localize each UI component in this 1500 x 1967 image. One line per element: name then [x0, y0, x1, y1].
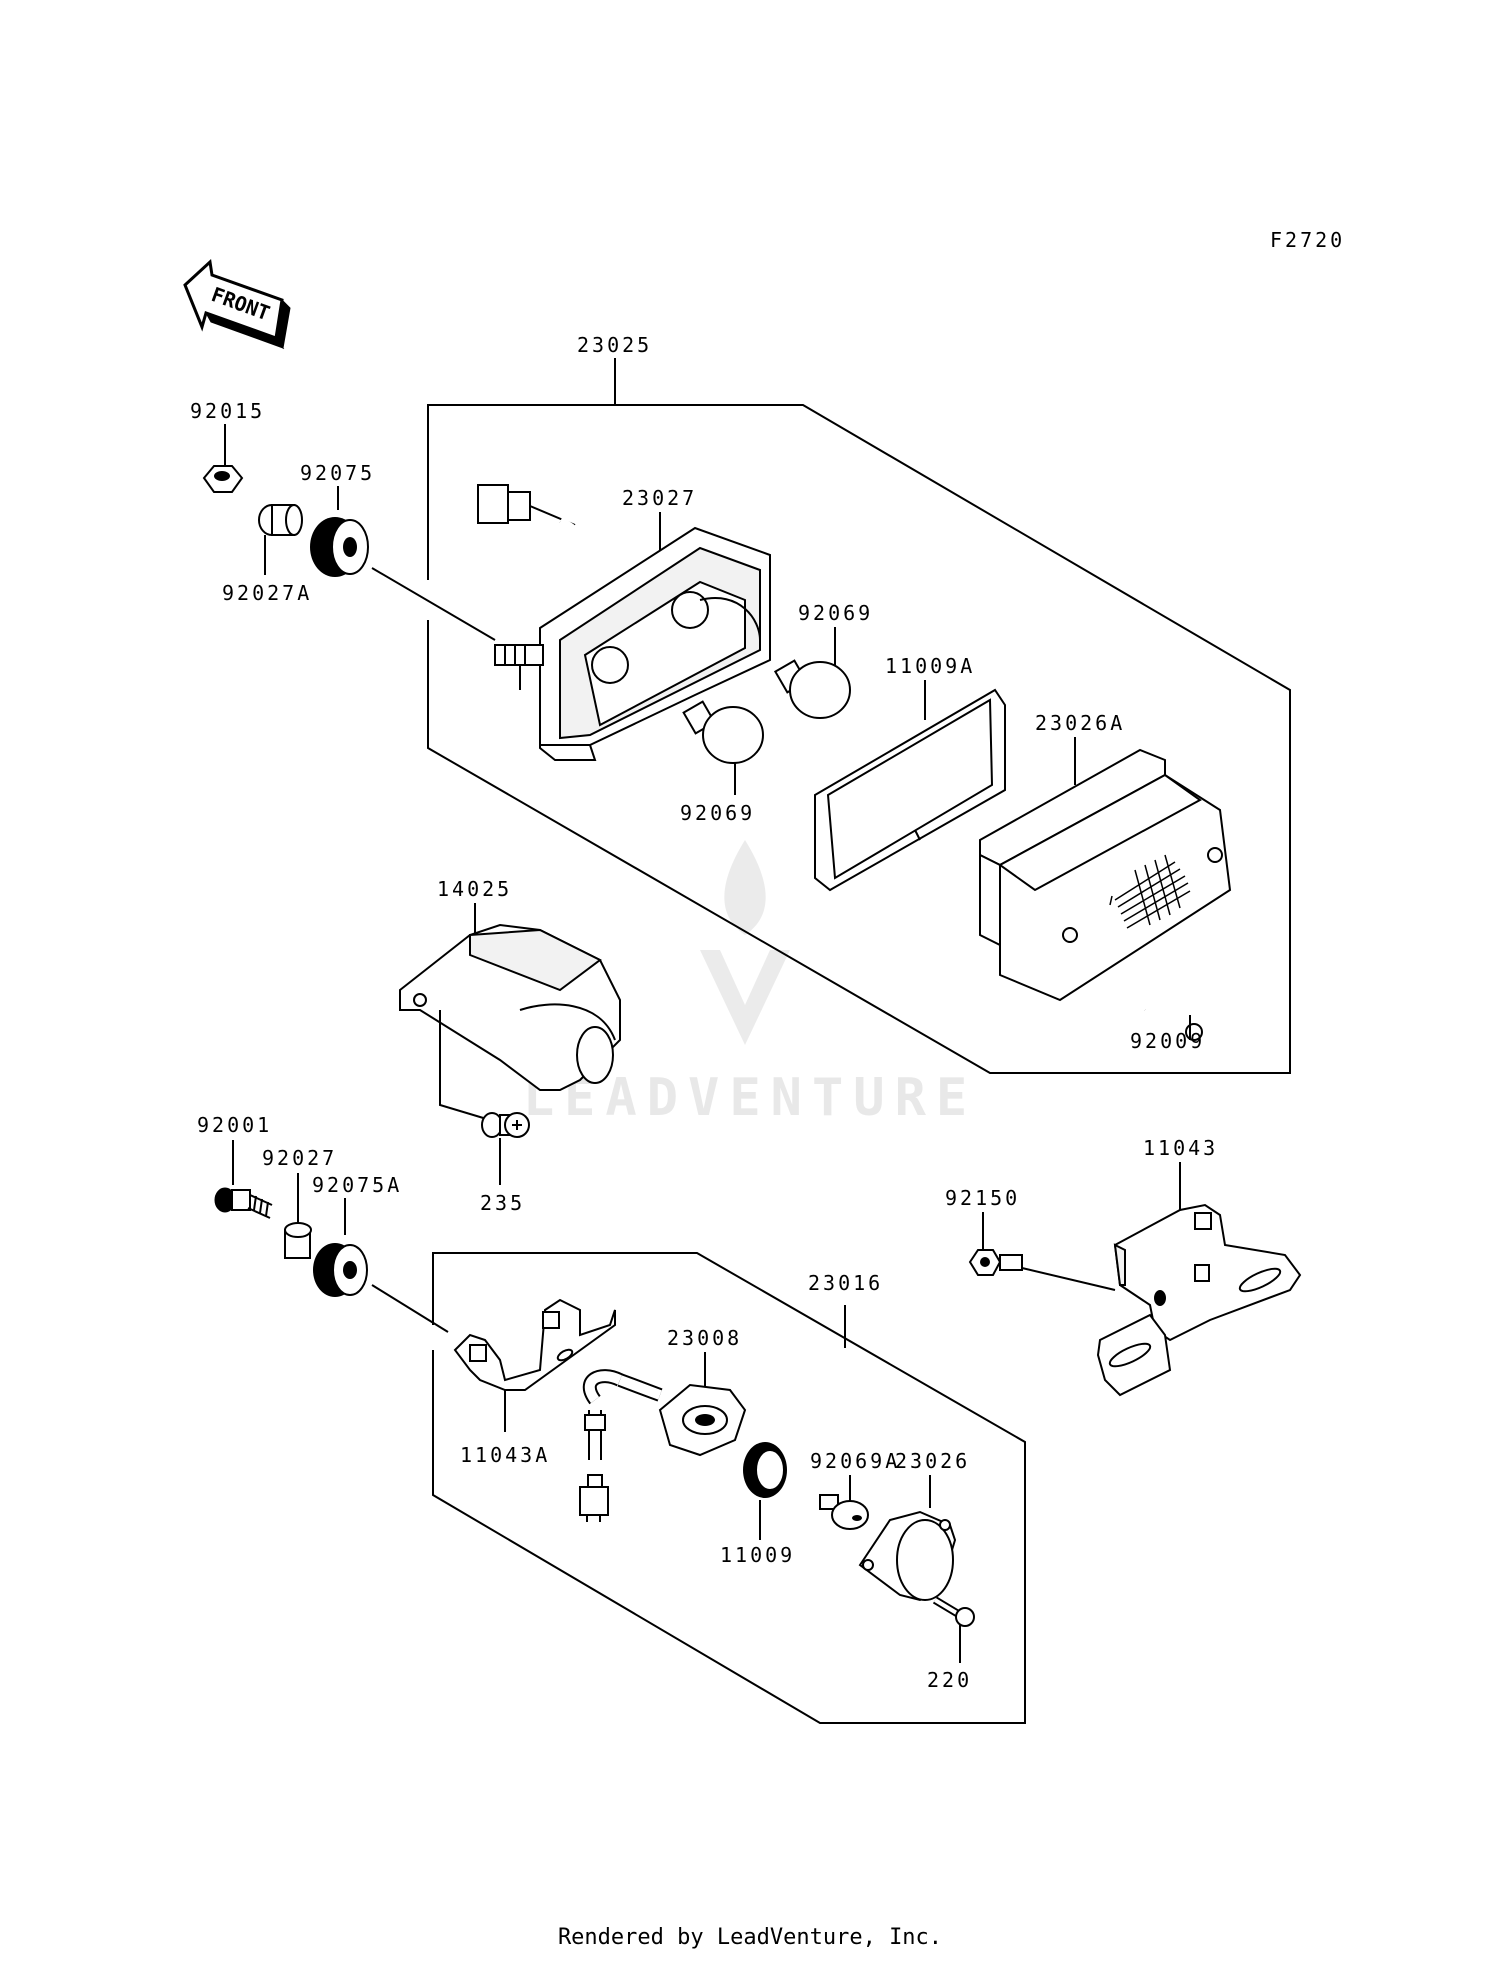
label-92027: 92027 — [262, 1146, 337, 1170]
part-220-screw: 220 — [927, 1596, 975, 1692]
label-23008: 23008 — [667, 1326, 742, 1350]
label-23027: 23027 — [622, 486, 697, 510]
footer-credit: Rendered by LeadVenture, Inc. — [557, 1925, 943, 1950]
lens-reflector-mesh — [1109, 854, 1191, 929]
label-92015: 92015 — [190, 399, 265, 423]
label-11009A: 11009A — [885, 654, 975, 678]
label-23025: 23025 — [577, 333, 652, 357]
label-23016: 23016 — [808, 1271, 883, 1295]
part-92075-grommet: 92075 — [300, 461, 496, 641]
label-92027A: 92027A — [222, 581, 312, 605]
part-235-screw: 235 — [480, 1112, 530, 1215]
label-11009: 11009 — [720, 1543, 795, 1567]
label-92001: 92001 — [197, 1113, 272, 1137]
part-92069-bulb-bottom: 92069 — [680, 700, 764, 825]
assembly-23025: 23025 — [427, 333, 1291, 1074]
label-92150: 92150 — [945, 1186, 1020, 1210]
part-23008-socket: 23008 — [579, 1326, 747, 1522]
connector-icon — [477, 484, 509, 524]
part-92009-screw: 92009 — [1130, 1008, 1205, 1053]
label-23026: 23026 — [895, 1449, 970, 1473]
part-11043-bracket: 11043 — [1096, 1136, 1302, 1397]
figure-code: F2720 — [1270, 228, 1345, 252]
part-92075A-grommet: 92075A — [312, 1173, 449, 1333]
label-11043: 11043 — [1143, 1136, 1218, 1160]
part-92069-bulb-top: 92069 — [773, 601, 873, 719]
part-92150-bolt: 92150 — [945, 1186, 1116, 1291]
part-11009A-gasket: 11009A — [814, 654, 1006, 892]
part-92069A-bulb: 92069A — [810, 1449, 900, 1530]
part-11043A-bracket: 11043A — [453, 1298, 616, 1467]
part-92027-collar: 92027 — [262, 1146, 337, 1259]
front-arrow-icon: FRONT — [183, 258, 291, 350]
label-23026A: 23026A — [1035, 711, 1125, 735]
label-92075: 92075 — [300, 461, 375, 485]
part-14025-cover: 14025 — [399, 877, 621, 1121]
label-235: 235 — [480, 1191, 525, 1215]
label-11043A: 11043A — [460, 1443, 550, 1467]
part-23026A-lens: 23026A — [979, 711, 1232, 1002]
label-92075A: 92075A — [312, 1173, 402, 1197]
label-14025: 14025 — [437, 877, 512, 901]
label-220: 220 — [927, 1668, 972, 1692]
assembly-23016: 23016 — [432, 1252, 1026, 1724]
label-92069-bottom: 92069 — [680, 801, 755, 825]
part-23027-housing: 23027 — [477, 484, 771, 761]
label-92009: 92009 — [1130, 1029, 1205, 1053]
part-23026-lens: 23026 — [858, 1449, 970, 1602]
socket-connector-icon — [579, 1486, 609, 1516]
label-92069-top: 92069 — [798, 601, 873, 625]
part-92001-bolt: 92001 — [197, 1113, 273, 1219]
label-92069A: 92069A — [810, 1449, 900, 1473]
part-11009-gasket: 11009 — [720, 1442, 795, 1567]
part-92015-nut: 92015 — [190, 399, 265, 493]
part-92027A-collar: 92027A — [222, 504, 312, 605]
